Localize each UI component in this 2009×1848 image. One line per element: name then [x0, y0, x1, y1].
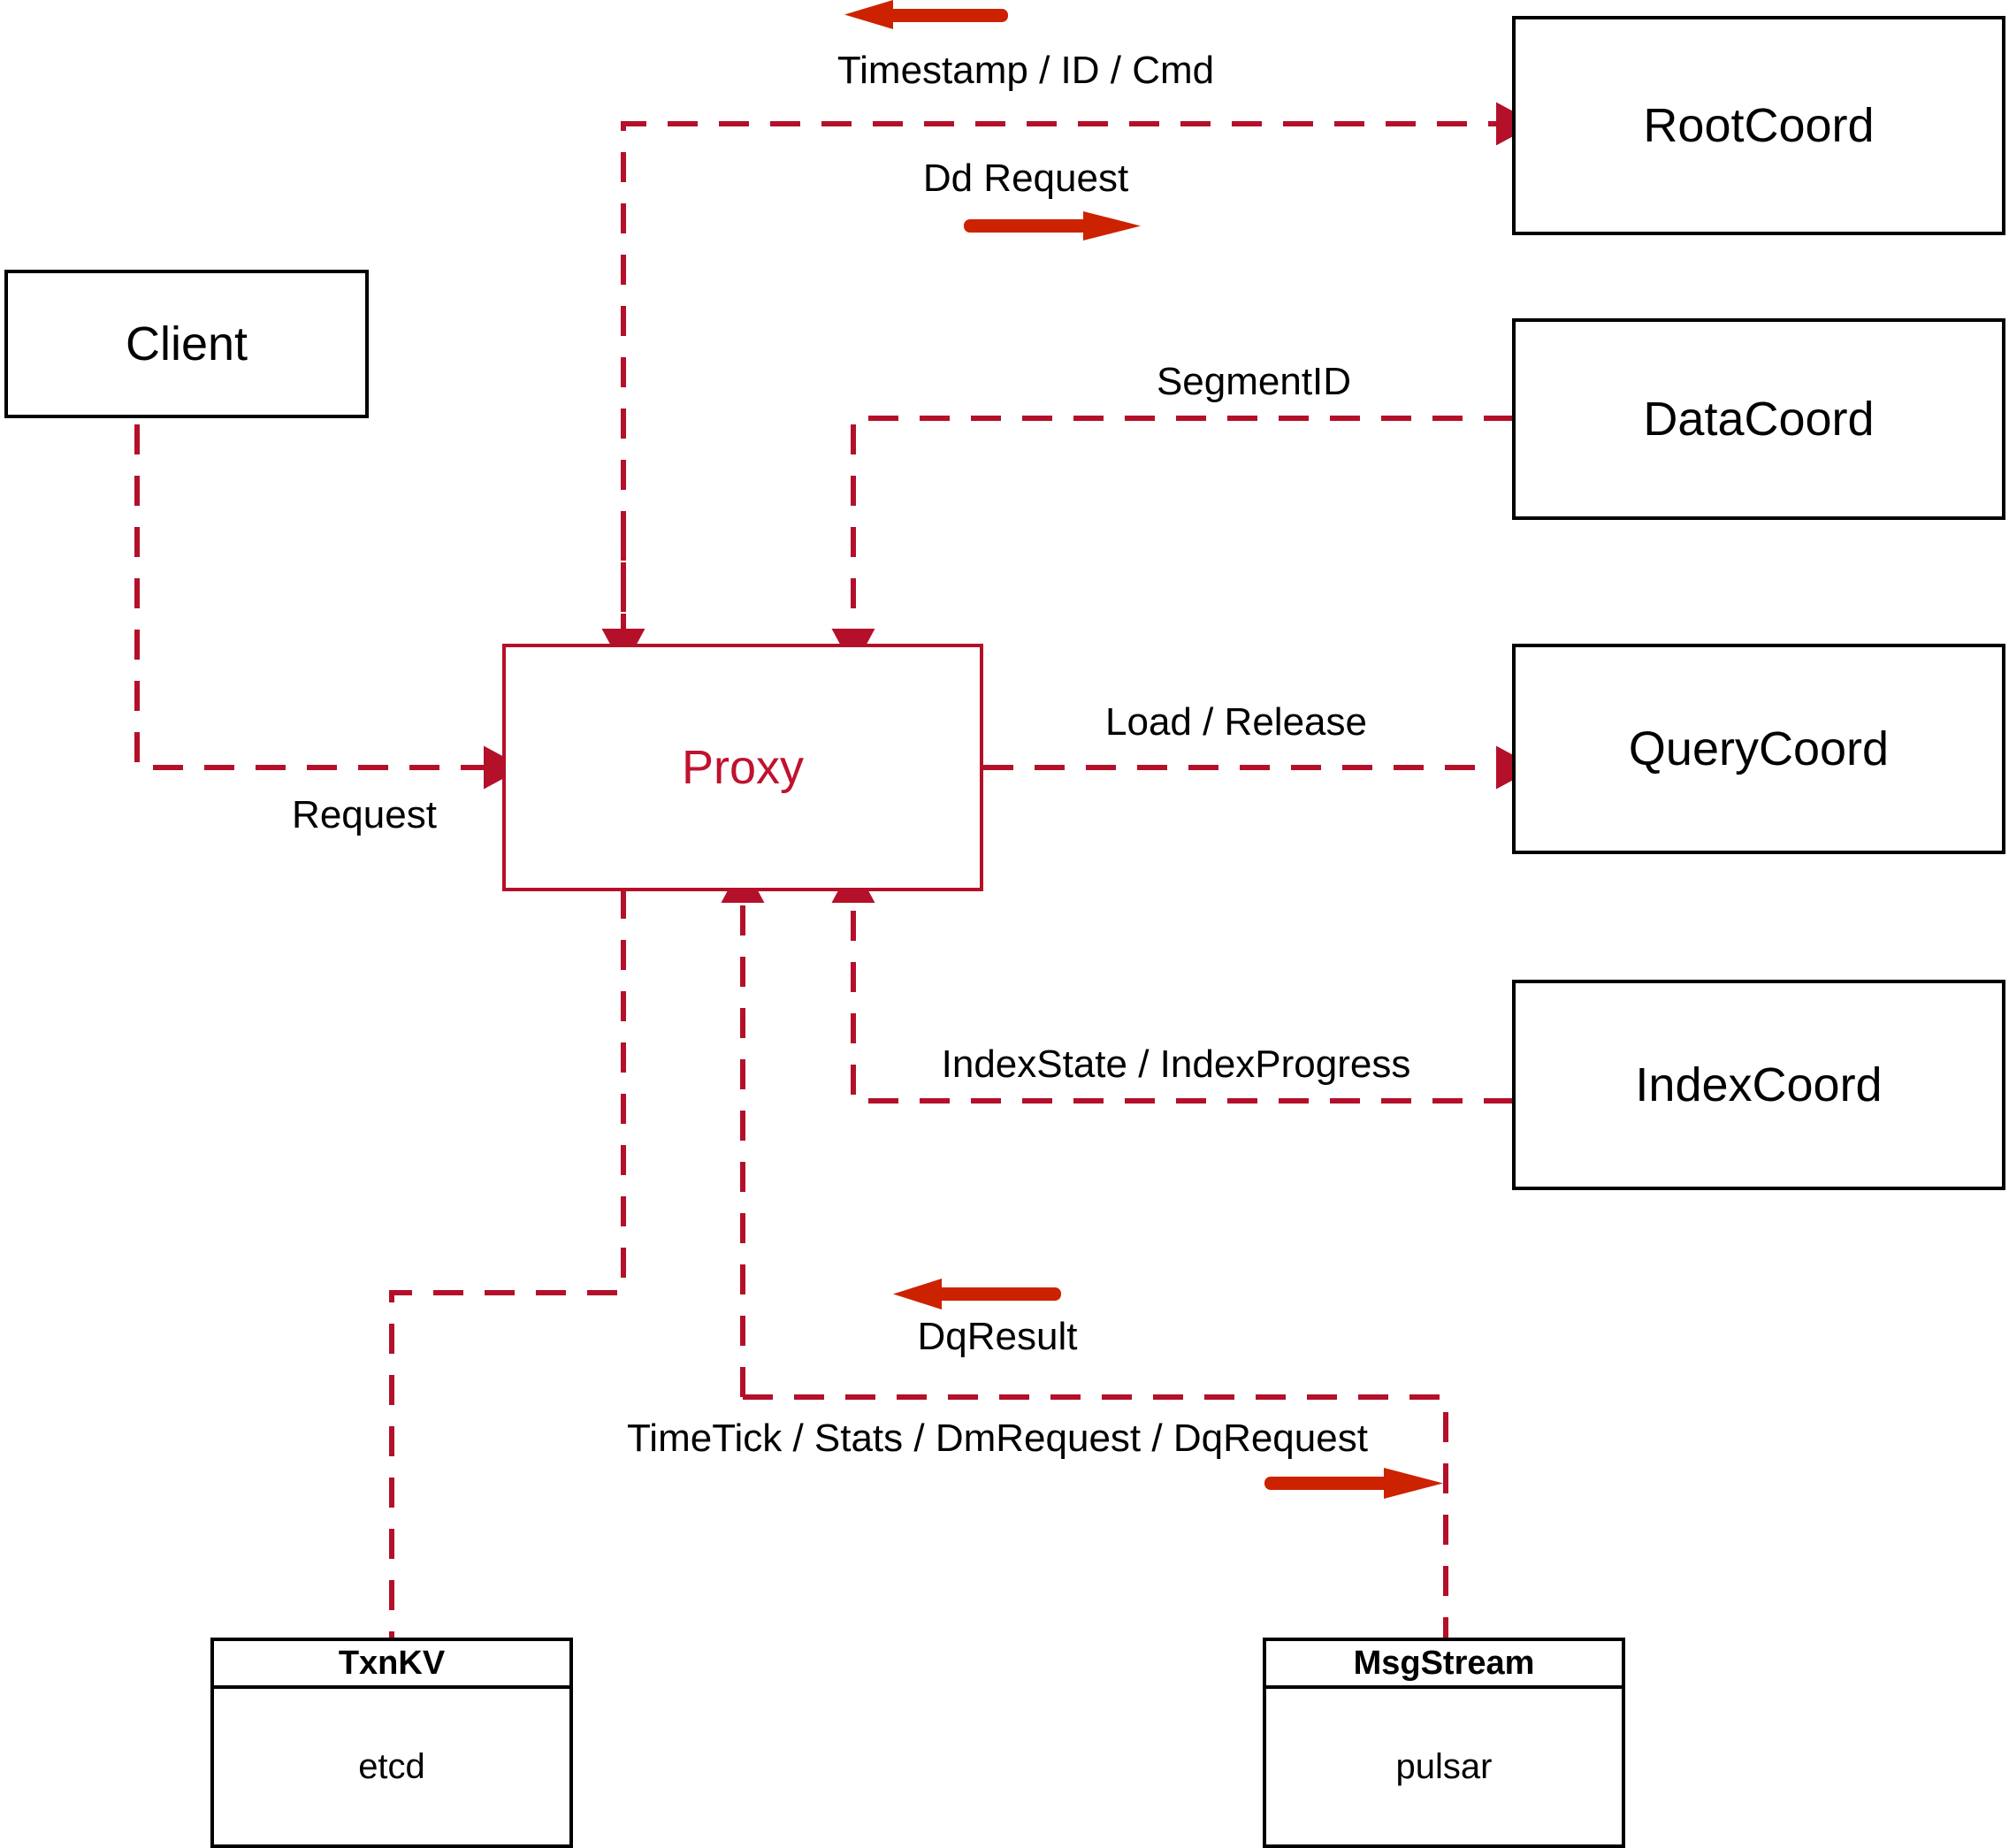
edge-label-index-state-progress: IndexState / IndexProgress	[941, 1042, 1411, 1086]
left-arrow-icon	[893, 1279, 1061, 1310]
store-msgstream-body: pulsar	[1395, 1746, 1493, 1786]
node-querycoord-label: QueryCoord	[1628, 722, 1890, 775]
edge-label-load-release: Load / Release	[1105, 700, 1367, 744]
node-rootcoord[interactable]: RootCoord	[1512, 16, 2005, 235]
edge-proxy-to-rootcoord	[621, 102, 1537, 644]
node-proxy-label: Proxy	[681, 741, 805, 794]
store-msgstream[interactable]: MsgStream pulsar	[1263, 1638, 1625, 1848]
right-arrow-icon	[964, 211, 1141, 241]
node-indexcoord[interactable]: IndexCoord	[1512, 980, 2005, 1190]
edge-proxy-to-txnkv	[389, 889, 626, 1671]
node-rootcoord-label: RootCoord	[1643, 99, 1875, 152]
edge-label-dq-result: DqResult	[917, 1315, 1078, 1358]
edge-label-dd-request: Dd Request	[922, 157, 1129, 200]
edge-label-segment-id: SegmentID	[1156, 360, 1352, 403]
edge-label-timetick-stats: TimeTick / Stats / DmRequest / DqRequest	[627, 1417, 1368, 1460]
node-querycoord[interactable]: QueryCoord	[1512, 644, 2005, 854]
edge-datacoord-to-proxy	[831, 416, 1514, 669]
node-datacoord-label: DataCoord	[1643, 393, 1875, 446]
left-arrow-icon	[844, 0, 1008, 29]
store-txnkv-head: TxnKV	[214, 1641, 569, 1689]
edge-client-to-proxy	[134, 373, 524, 790]
right-arrow-icon	[1264, 1468, 1443, 1499]
store-txnkv[interactable]: TxnKV etcd	[210, 1638, 573, 1848]
node-client[interactable]: Client	[4, 270, 369, 418]
node-datacoord[interactable]: DataCoord	[1512, 318, 2005, 520]
node-indexcoord-label: IndexCoord	[1635, 1058, 1883, 1111]
edge-label-timestamp-id-cmd: Timestamp / ID / Cmd	[836, 49, 1215, 92]
node-proxy[interactable]: Proxy	[502, 644, 983, 891]
edge-proxy-to-msgstream	[743, 1394, 1468, 1687]
edge-label-request: Request	[292, 793, 437, 836]
node-client-label: Client	[125, 317, 248, 370]
edge-indexcoord-to-proxy	[831, 862, 1514, 1103]
store-msgstream-head: MsgStream	[1266, 1641, 1622, 1689]
store-txnkv-body: etcd	[358, 1746, 425, 1786]
